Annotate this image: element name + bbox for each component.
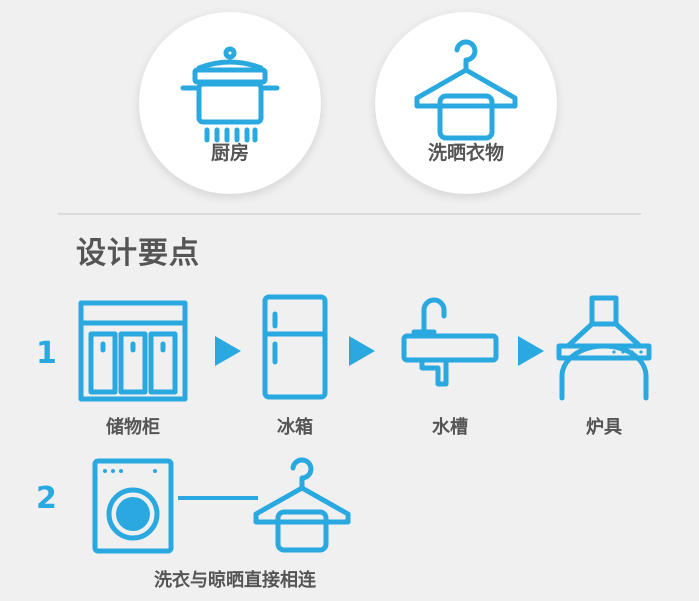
section-title: 设计要点 (76, 236, 200, 271)
laundry-circle: 洗晒衣物 (375, 12, 557, 194)
sink-label: 水槽 (432, 417, 468, 438)
refrigerator-label: 冰箱 (277, 417, 313, 438)
connector-line (178, 496, 258, 500)
storage-cabinet-label: 储物柜 (106, 417, 160, 438)
laundry-label: 洗晒衣物 (427, 142, 504, 164)
cooking-pot-icon (180, 46, 280, 143)
storage-cabinet-icon (78, 300, 188, 402)
arrow-right-icon (215, 336, 241, 366)
clothes-hanger-icon (414, 39, 518, 141)
washing-machine-icon (92, 458, 174, 554)
section-divider (58, 213, 641, 215)
kitchen-label: 厨房 (210, 142, 249, 164)
stove-hood-icon (556, 295, 652, 401)
clothes-hanger-icon (253, 457, 351, 553)
arrow-right-icon (518, 336, 544, 366)
row2-caption: 洗衣与晾晒直接相连 (154, 570, 316, 591)
step-number-2: 2 (36, 481, 57, 516)
stove-label: 炉具 (586, 417, 622, 438)
kitchen-circle: 厨房 (139, 12, 321, 194)
arrow-right-icon (349, 336, 375, 366)
step-number-1: 1 (36, 336, 57, 371)
sink-icon (401, 297, 499, 387)
refrigerator-icon (262, 294, 328, 400)
